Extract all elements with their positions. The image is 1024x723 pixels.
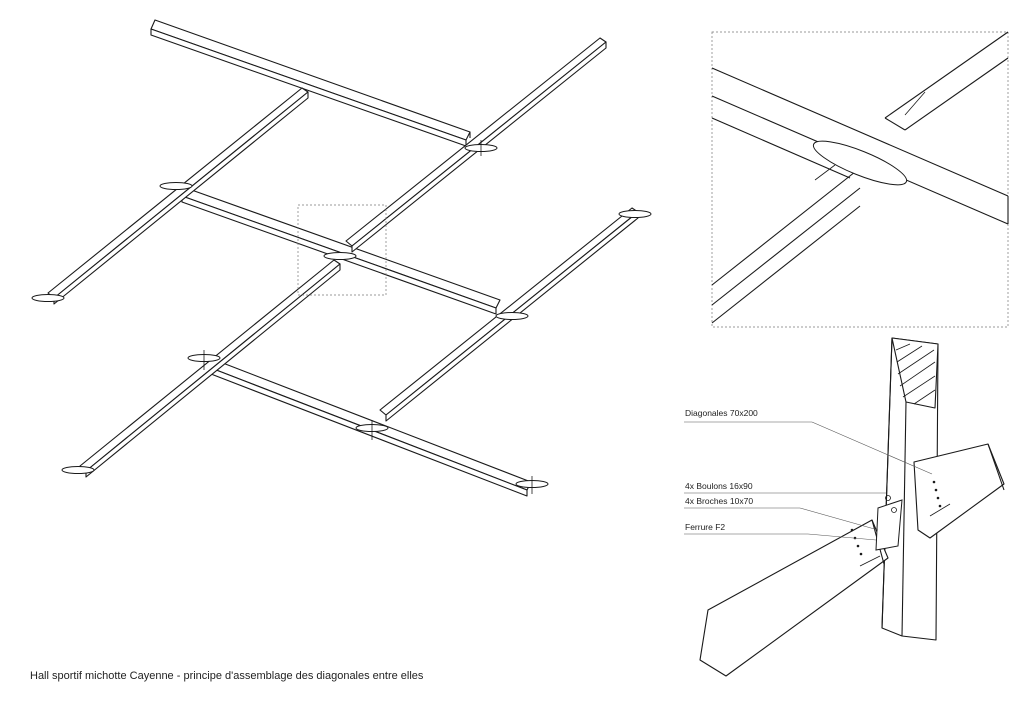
beam-top-long [150, 19, 471, 147]
detail-beam-horizontal [711, 67, 1009, 225]
vertical-beam [881, 337, 939, 641]
isometric-beam-grid [31, 19, 652, 497]
detail-beam-diagonal [711, 31, 1009, 324]
left-diagonal-beam [699, 519, 889, 677]
steel-fitting [875, 495, 903, 551]
detail-callout-box [297, 204, 387, 296]
right-diagonal-beam [913, 443, 1005, 539]
label-diagonales: Diagonales 70x200 [685, 408, 758, 418]
connection-plates [31, 140, 652, 494]
detail-view-panel [711, 31, 1009, 328]
beam-lower-left-diagonal [79, 259, 341, 478]
label-boulons: 4x Boulons 16x90 [685, 481, 753, 491]
drawing-caption: Hall sportif michotte Cayenne - principe… [30, 670, 424, 682]
label-ferrure: Ferrure F2 [685, 522, 725, 532]
detail-plate [812, 91, 926, 186]
annotation-leaders [684, 421, 933, 541]
label-broches: 4x Broches 10x70 [685, 496, 753, 506]
joint-detail [684, 337, 1005, 677]
beam-middle-long [181, 187, 501, 315]
beam-upper-left-diagonal [47, 87, 309, 305]
